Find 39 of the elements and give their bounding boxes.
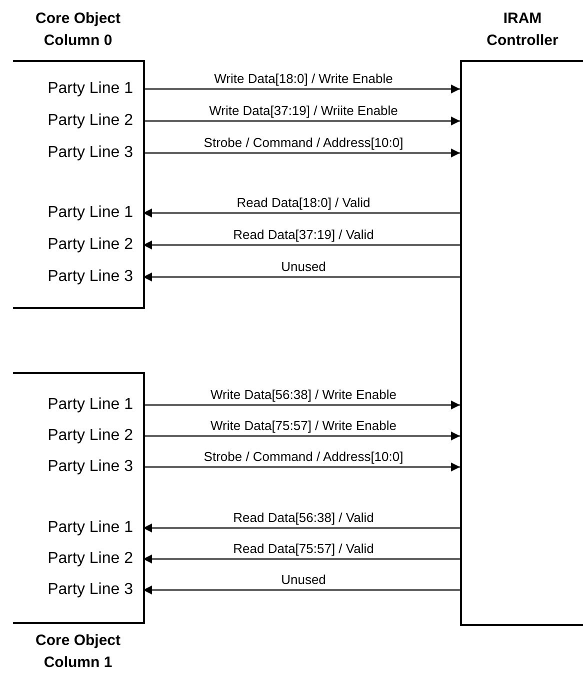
party-line-label: Party Line 2 [48, 235, 133, 255]
edge-label: Unused [281, 572, 326, 587]
edge-label: Write Data[37:19] / Wriite Enable [209, 103, 398, 118]
party-line-label: Party Line 2 [48, 426, 133, 446]
edge-label: Read Data[56:38] / Valid [233, 510, 374, 525]
party-line-label: Party Line 3 [48, 457, 133, 477]
module-title: Core Object Column 1 [34, 631, 122, 673]
edge-label: Write Data[56:38] / Write Enable [210, 387, 396, 402]
party-line-label: Party Line 2 [48, 111, 133, 131]
arrow [143, 148, 460, 158]
arrow [143, 554, 460, 564]
party-line-label: Party Line 3 [48, 580, 133, 600]
module-title: Core Object Column 0 [34, 9, 122, 51]
arrow [143, 116, 460, 126]
edge-label: Strobe / Command / Address[10:0] [204, 135, 404, 150]
arrow [143, 432, 460, 440]
edge-label: Write Data[75:57] / Write Enable [210, 418, 396, 433]
party-line-label: Party Line 3 [48, 267, 133, 287]
edge-label: Strobe / Command / Address[10:0] [204, 449, 404, 464]
arrow [143, 462, 460, 472]
arrow [143, 400, 460, 410]
party-line-label: Party Line 1 [48, 395, 133, 415]
party-line-label: Party Line 1 [48, 203, 133, 223]
arrow [143, 524, 460, 532]
edge-label: Read Data[18:0] / Valid [236, 195, 370, 210]
edge-label: Write Data[18:0] / Write Enable [214, 71, 393, 86]
arrow [143, 272, 460, 282]
module-title: IRAM Controller [486, 9, 560, 51]
arrow [143, 208, 460, 218]
party-line-label: Party Line 1 [48, 79, 133, 99]
arrow [143, 240, 460, 250]
party-line-label: Party Line 1 [48, 518, 133, 538]
edge-label: Unused [281, 259, 326, 274]
edge-label: Read Data[75:57] / Valid [233, 541, 374, 556]
arrow [143, 84, 460, 94]
party-line-label: Party Line 3 [48, 143, 133, 163]
party-line-label: Party Line 2 [48, 549, 133, 569]
arrow [143, 586, 460, 594]
edge-label: Read Data[37:19] / Valid [233, 227, 374, 242]
